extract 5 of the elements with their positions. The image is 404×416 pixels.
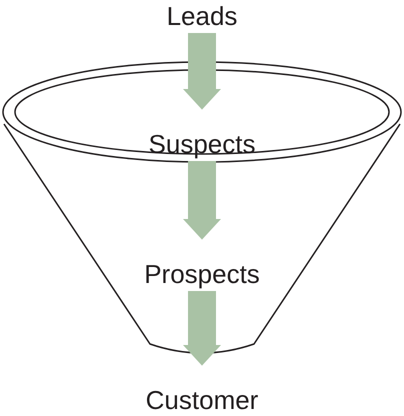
stage-label: Prospects: [144, 258, 260, 290]
stage-label: Suspects: [148, 128, 256, 160]
stage-label: Customer: [146, 384, 258, 416]
block-arrow: [183, 291, 221, 366]
stage-label: Leads: [166, 0, 238, 32]
